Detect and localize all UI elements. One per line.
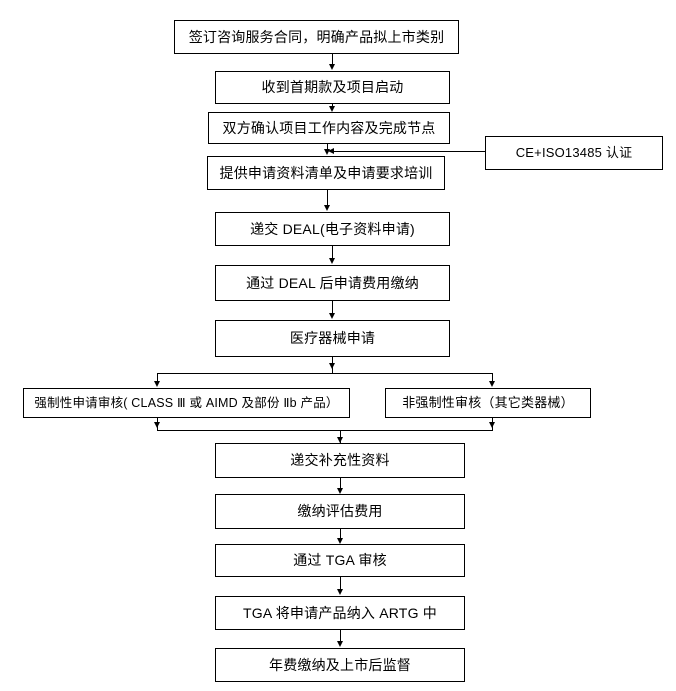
flow-node-label: 强制性申请审核( CLASS Ⅲ 或 AIMD 及部份 Ⅱb 产品） [34,395,339,410]
merge-bus-horizontal [157,430,493,431]
flow-node-label: 递交补充性资料 [290,452,390,469]
flow-node-label: 通过 TGA 审核 [293,552,387,569]
flow-node-artg-listing[interactable]: TGA 将申请产品纳入 ARTG 中 [215,596,465,630]
arrowhead-n3-n4 [323,149,330,155]
arrowhead-merge-center [336,437,343,443]
flow-node-label: 收到首期款及项目启动 [261,79,404,96]
arrowhead-n11-n12 [336,538,343,544]
arrowhead-n12-n13 [336,589,343,595]
connector-n13-n14 [340,630,341,642]
flow-node-label: 通过 DEAL 后申请费用缴纳 [246,274,419,291]
flow-node-ce-iso13485[interactable]: CE+ISO13485 认证 [485,136,663,170]
flow-node-label: 缴纳评估费用 [297,503,383,520]
arrowhead-n5-n6 [328,258,335,264]
arrowhead-n4-n5 [323,205,330,211]
flow-node-deal-fee[interactable]: 通过 DEAL 后申请费用缴纳 [215,265,450,301]
arrowhead-n6-n7 [328,313,335,319]
flow-node-submit-deal[interactable]: 递交 DEAL(电子资料申请) [215,212,450,246]
split-branch-right-drop [492,373,493,383]
connector-n10-n11 [340,478,341,489]
flow-node-tga-approval[interactable]: 通过 TGA 审核 [215,544,465,577]
arrowhead-ce-to-main [328,147,334,154]
flow-node-label: CE+ISO13485 认证 [515,144,633,160]
arrowhead-n13-n14 [336,641,343,647]
flow-node-confirm-scope[interactable]: 双方确认项目工作内容及完成节点 [208,112,450,144]
flow-node-supplementary-docs[interactable]: 递交补充性资料 [215,443,465,478]
arrowhead-split-left [153,381,160,387]
flow-node-label: 签订咨询服务合同，明确产品拟上市类别 [188,28,445,45]
connector-ce-to-main [334,151,485,152]
connector-n4-n5 [327,190,328,206]
arrowhead-n1-n2 [328,64,335,70]
flow-node-label: 非强制性审核（其它类器械） [402,394,574,410]
flow-node-sign-contract[interactable]: 签订咨询服务合同，明确产品拟上市类别 [174,20,459,54]
arrowhead-n10-n11 [336,488,343,494]
flow-node-assessment-fee[interactable]: 缴纳评估费用 [215,494,465,529]
connector-n11-n12 [340,529,341,539]
flow-node-label: 双方确认项目工作内容及完成节点 [222,119,436,136]
flow-node-label: TGA 将申请产品纳入 ARTG 中 [243,604,437,621]
merge-bus-to-n10 [340,430,341,443]
flow-node-label: 递交 DEAL(电子资料申请) [250,220,415,237]
split-branch-left-drop [157,373,158,383]
arrowhead-n2-n3 [328,106,335,112]
flow-node-provide-doc-list[interactable]: 提供申请资料清单及申请要求培训 [207,156,445,190]
arrowhead-n7-bus [328,363,335,369]
connector-n3-n4 [327,144,328,150]
connector-n5-n6 [332,246,333,259]
connector-n12-n13 [340,577,341,590]
flow-node-nonmandatory-audit[interactable]: 非强制性审核（其它类器械） [385,388,591,418]
flow-node-device-application[interactable]: 医疗器械申请 [215,320,450,357]
connector-n1-n2 [332,54,333,65]
arrowhead-merge-right [488,422,495,428]
arrowhead-merge-left [153,422,160,428]
flow-node-label: 医疗器械申请 [289,330,376,347]
connector-n6-n7 [332,301,333,314]
flow-node-mandatory-audit[interactable]: 强制性申请审核( CLASS Ⅲ 或 AIMD 及部份 Ⅱb 产品） [23,388,350,418]
flow-node-label: 年费缴纳及上市后监督 [269,656,411,673]
connector-n2-n3 [332,104,333,107]
arrowhead-split-right [488,381,495,387]
split-bus-horizontal [157,373,493,374]
flow-node-annual-fee-surveillance[interactable]: 年费缴纳及上市后监督 [215,648,465,682]
flow-node-label: 提供申请资料清单及申请要求培训 [219,164,433,181]
flow-node-first-payment[interactable]: 收到首期款及项目启动 [215,71,450,104]
